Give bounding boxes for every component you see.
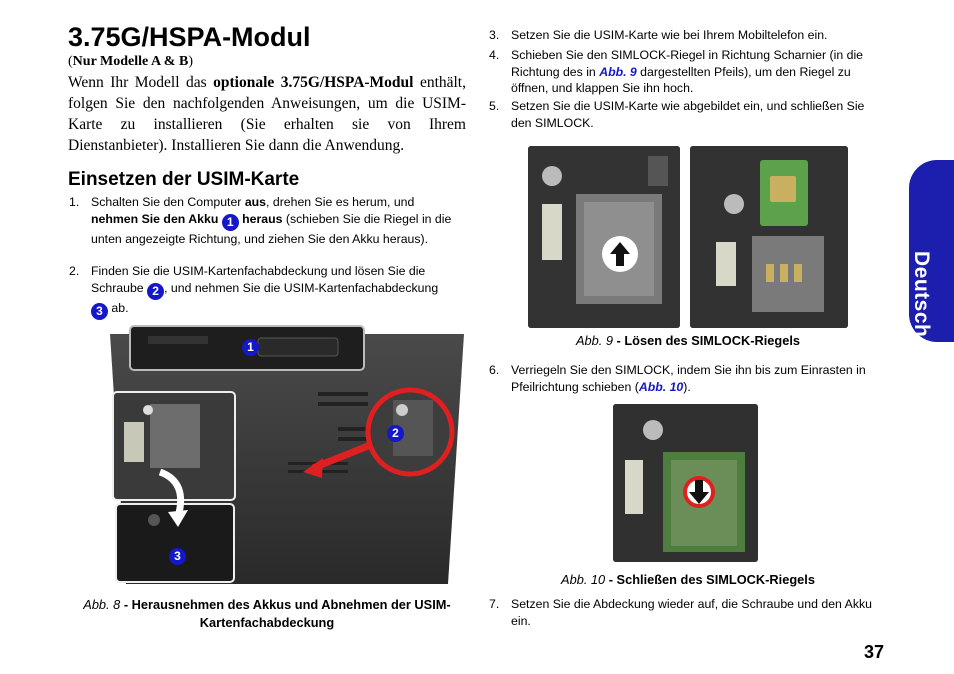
figure-9-image-left [528, 146, 680, 328]
page-title: 3.75G/HSPA-Modul [68, 22, 311, 52]
step-text: Schalten Sie den Computer [91, 195, 245, 209]
section-heading: Einsetzen der USIM-Karte [68, 169, 300, 190]
intro-paragraph: Wenn Ihr Modell das optionale 3.75G/HSPA… [68, 72, 466, 156]
figure-label: Abb. 9 [575, 333, 613, 348]
step-number: 5. [489, 99, 500, 113]
step-number: 4. [489, 48, 500, 62]
step-4: 4. Schieben Sie den SIMLOCK-Riegel in Ri… [489, 47, 887, 97]
step-text: Setzen Sie die USIM-Karte wie abgebildet… [511, 99, 865, 130]
step-5: 5. Setzen Sie die USIM-Karte wie abgebil… [489, 98, 887, 131]
callout-badge-3: 3 [169, 548, 186, 565]
figure-reference-link[interactable]: Abb. 9 [599, 64, 637, 79]
step-bold: heraus [242, 211, 283, 226]
intro-prefix: Wenn Ihr Modell das [68, 74, 214, 91]
laptop-underside-illustration [110, 325, 464, 584]
step-number: 3. [489, 28, 500, 42]
language-tab-label: Deutsch [910, 251, 933, 338]
step-text: , drehen Sie es herum, und [266, 195, 415, 209]
step-text: Setzen Sie die Abdeckung wieder auf, die… [511, 597, 872, 628]
figure-10-caption: Abb. 10 - Schließen des SIMLOCK-Riegels [528, 571, 848, 589]
step-6: 6. Verriegeln Sie den SIMLOCK, indem Sie… [489, 362, 887, 395]
step-text: , und nehmen Sie die USIM-Kartenfachabde… [164, 280, 439, 295]
callout-badge-2: 2 [387, 425, 404, 442]
simlock-open-illustration [528, 146, 680, 328]
language-tab: Deutsch [909, 160, 954, 342]
figure-8-image: 1 2 3 [108, 322, 466, 584]
step-text: Schieben Sie den SIMLOCK-Riegel in Richt… [511, 48, 864, 79]
callout-badge-2: 2 [147, 282, 165, 300]
intro-suffix: enthält, folgen Sie den nachfolgenden An… [68, 74, 466, 154]
step-number: 7. [489, 597, 500, 611]
step-7: 7. Setzen Sie die Abdeckung wieder auf, … [489, 596, 887, 629]
usim-card-insert-illustration [690, 146, 848, 328]
step-number: 1. [69, 195, 80, 209]
simlock-close-illustration [613, 404, 758, 562]
intro-bold: optionale 3.75G/HSPA-Modul [213, 74, 414, 91]
step-bold: aus [244, 195, 267, 209]
step-1: 1. Schalten Sie den Computer aus, drehen… [69, 194, 467, 247]
figure-9-image-right [690, 146, 848, 328]
step-text: ). [683, 379, 691, 394]
figure-10-image [613, 404, 758, 562]
subtitle-text: Nur Modelle A & B [72, 54, 189, 69]
figure-label: Abb. 10 [561, 572, 606, 587]
callout-badge-3: 3 [91, 302, 108, 320]
figure-8-caption: Abb. 8 - Herausnehmen des Akkus und Abne… [68, 596, 466, 632]
step-2: 2. Finden Sie die USIM-Kartenfachabdecku… [69, 263, 467, 320]
step-3: 3. Setzen Sie die USIM-Karte wie bei Ihr… [489, 27, 887, 44]
step-bold: nehmen Sie den Akku [91, 211, 219, 226]
step-number: 6. [489, 363, 500, 377]
step-text: ab. [108, 300, 129, 315]
callout-badge-1: 1 [242, 339, 259, 356]
figure-label: Abb. 8 [83, 597, 121, 612]
step-number: 2. [69, 264, 80, 278]
figure-caption-text: - Lösen des SIMLOCK-Riegels [612, 333, 800, 348]
step-text: Setzen Sie die USIM-Karte wie bei Ihrem … [511, 28, 828, 42]
step-text: Finden Sie die USIM-Kartenfachabdeckung … [91, 264, 426, 295]
figure-9-caption: Abb. 9 - Lösen des SIMLOCK-Riegels [528, 332, 848, 350]
figure-reference-link[interactable]: Abb. 10 [638, 379, 684, 394]
figure-caption-text: - Schließen des SIMLOCK-Riegels [605, 572, 815, 587]
page-subtitle: (Nur Modelle A & B) [68, 54, 193, 69]
step-text: (schieben Sie die Riegel in die unten an… [91, 211, 452, 246]
step-text: Verriegeln Sie den SIMLOCK, indem Sie ih… [511, 363, 866, 394]
step-text: dargestellten Pfeils), um den Riegel zu … [511, 64, 851, 96]
figure-caption-text: - Herausnehmen des Akkus und Abnehmen de… [120, 597, 451, 630]
callout-badge-1: 1 [221, 213, 239, 231]
page-number: 37 [864, 642, 885, 662]
